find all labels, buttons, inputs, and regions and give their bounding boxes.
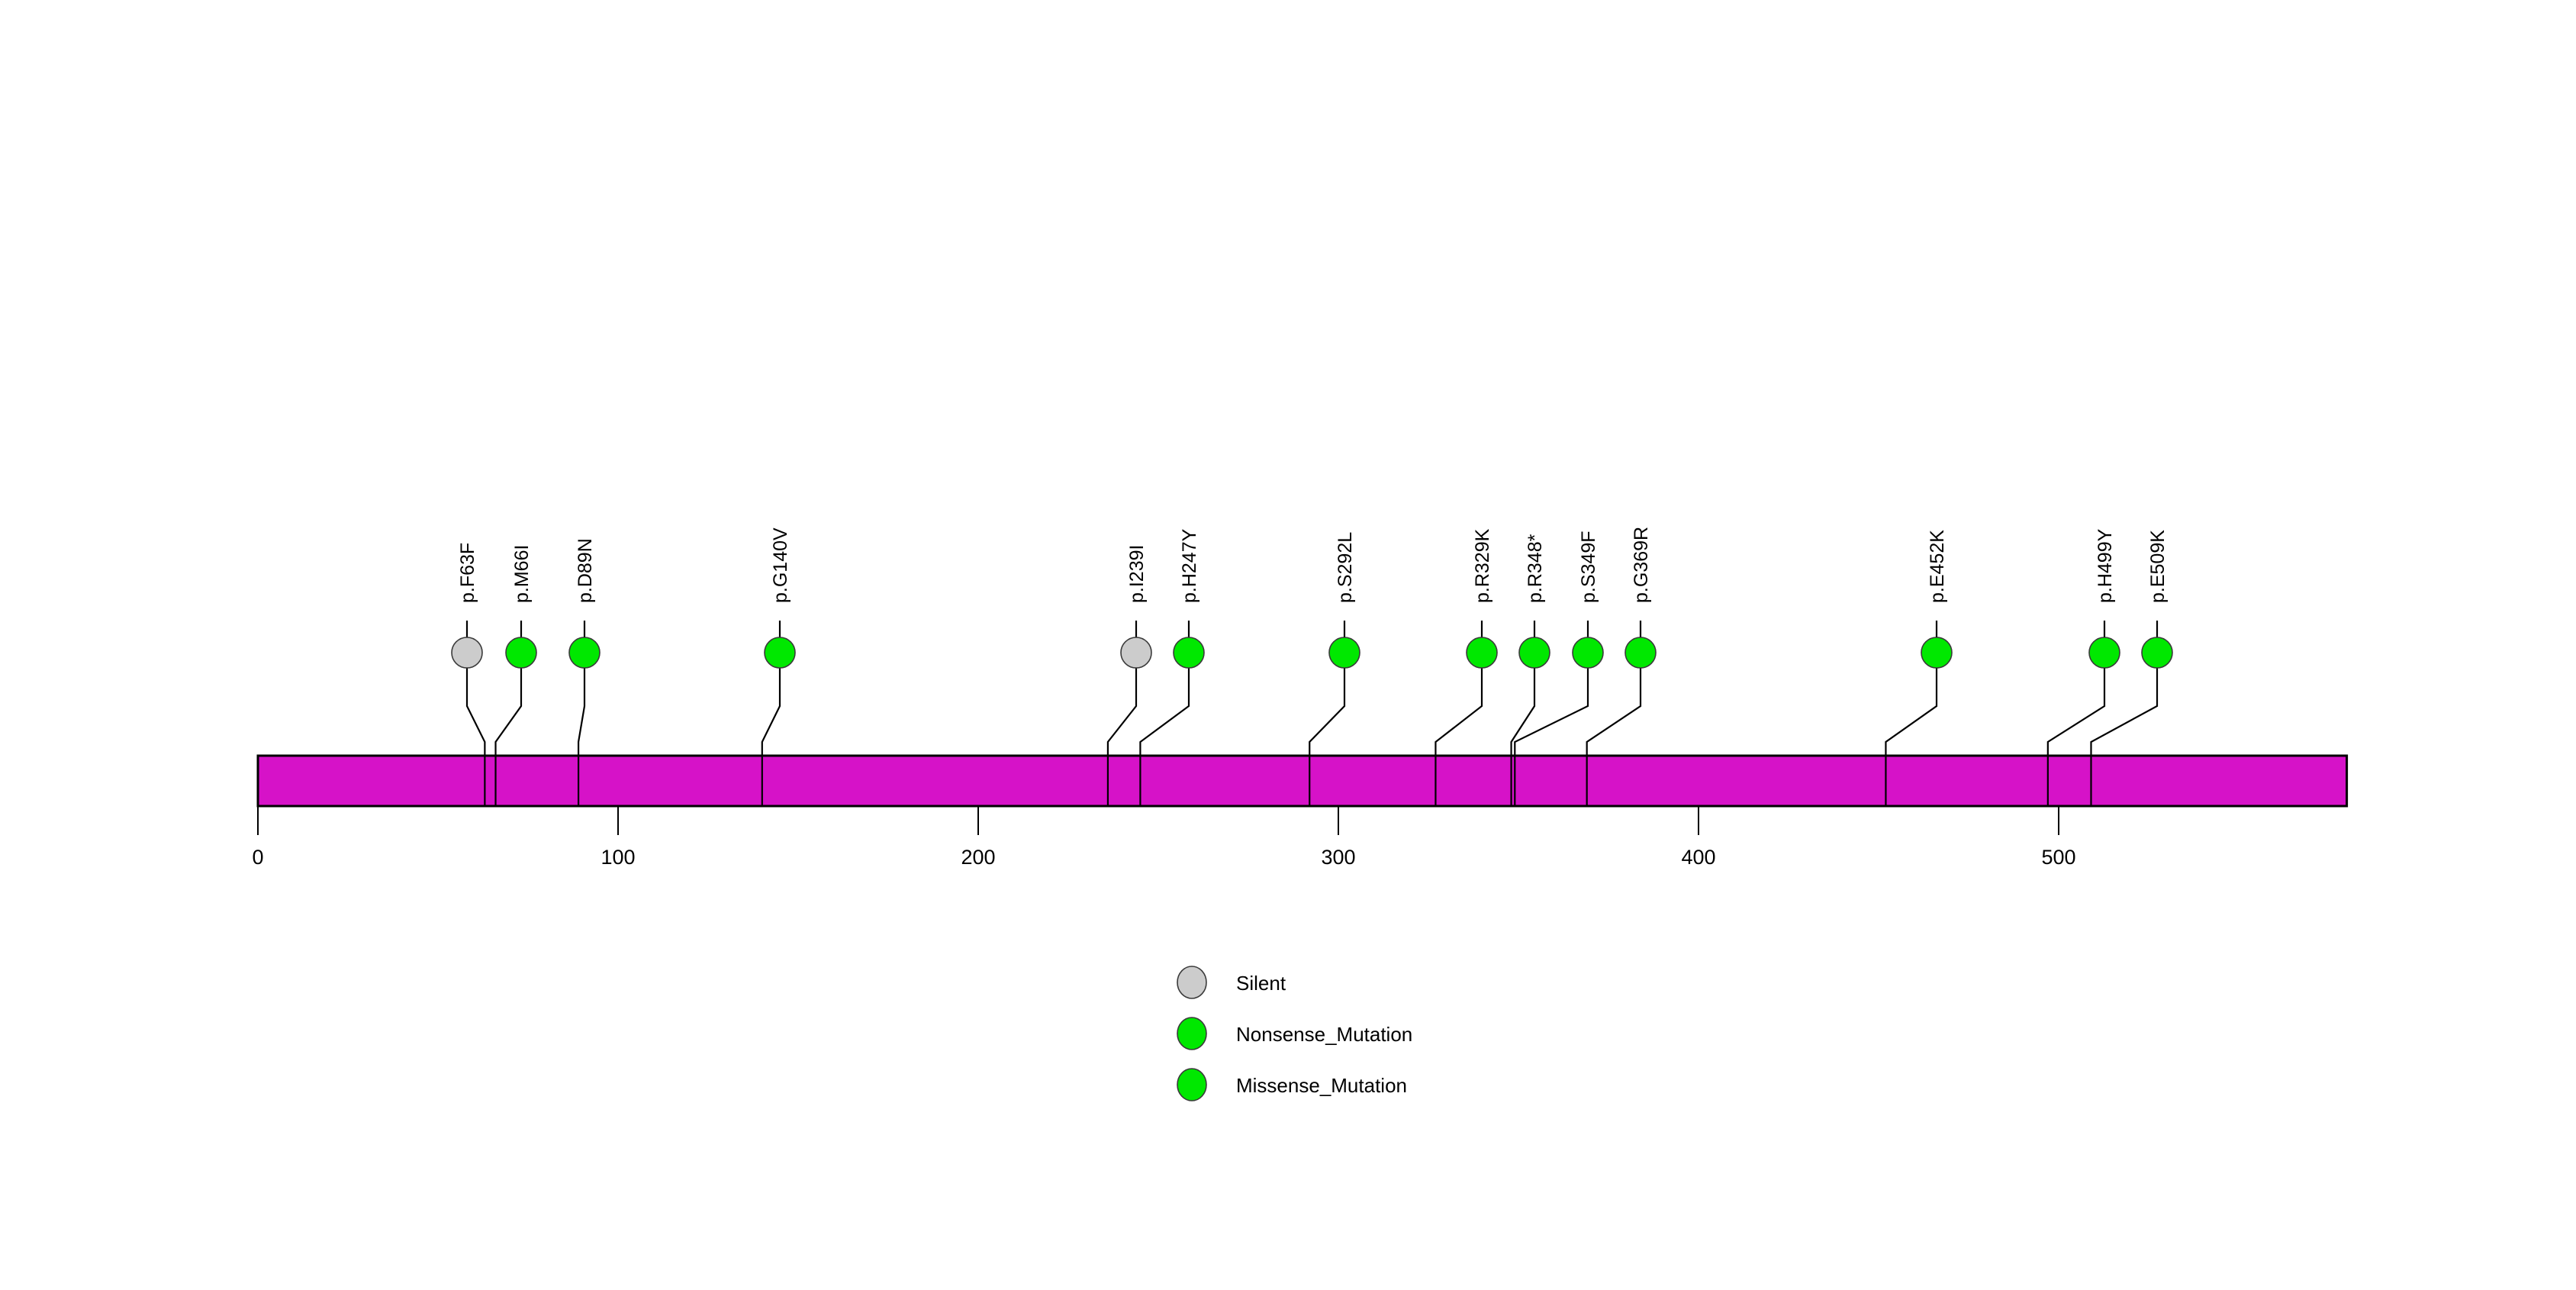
axis-tick-label: 100 bbox=[601, 846, 635, 869]
axis-tick-label: 300 bbox=[1321, 846, 1355, 869]
mutation-marker-layer bbox=[451, 637, 2173, 669]
mutation-label: p.S349F bbox=[1578, 531, 1599, 603]
mutation-marker[interactable] bbox=[1624, 637, 1657, 669]
lollipop-stem bbox=[1586, 668, 1642, 756]
lollipop-stem bbox=[1106, 668, 1138, 756]
axis-tick-label: 200 bbox=[961, 846, 995, 869]
mutation-label: p.H247Y bbox=[1179, 528, 1200, 603]
mutation-label: p.D89N bbox=[575, 538, 596, 603]
legend-swatch[interactable] bbox=[1177, 1068, 1207, 1101]
mutation-marker[interactable] bbox=[1173, 637, 1205, 669]
lollipop-stem bbox=[577, 668, 586, 756]
mutation-label: p.H499Y bbox=[2095, 528, 2116, 603]
mutation-marker[interactable] bbox=[1120, 637, 1152, 669]
legend-swatch[interactable] bbox=[1177, 1017, 1207, 1050]
mutation-marker[interactable] bbox=[1466, 637, 1498, 669]
mutation-marker[interactable] bbox=[1518, 637, 1550, 669]
mutation-marker[interactable] bbox=[1572, 637, 1604, 669]
mutation-label: p.G140V bbox=[770, 527, 791, 603]
mutation-marker[interactable] bbox=[1921, 637, 1953, 669]
protein-bar-rect[interactable] bbox=[256, 754, 2349, 808]
mutation-marker[interactable] bbox=[505, 637, 537, 669]
mutation-label: p.E452K bbox=[1927, 530, 1948, 603]
lollipop-stem bbox=[1139, 668, 1190, 756]
axis-tick-label: 400 bbox=[1681, 846, 1715, 869]
mutation-label-layer: p.F63F p.M66I p.D89N p.G140V p.I239I p.H247Y p… bbox=[457, 527, 2169, 603]
lollipop-stem bbox=[494, 668, 523, 756]
legend-label: Silent bbox=[1236, 972, 1286, 995]
axis-tick-label: 0 bbox=[252, 846, 263, 869]
mutation-marker[interactable] bbox=[451, 637, 483, 669]
mutation-label: p.R348* bbox=[1525, 534, 1546, 603]
lollipop-stem bbox=[465, 668, 486, 756]
mutation-label: p.E509K bbox=[2147, 530, 2169, 603]
mutation-label: p.F63F bbox=[457, 543, 478, 603]
lollipop-stem bbox=[1309, 668, 1346, 756]
mutation-marker[interactable] bbox=[2141, 637, 2173, 669]
legend-label: Missense_Mutation bbox=[1236, 1074, 1407, 1097]
lollipop-stem bbox=[761, 668, 781, 756]
lollipop-stem bbox=[2046, 668, 2106, 756]
mutation-label: p.I239I bbox=[1126, 545, 1148, 603]
mutation-label: p.R329K bbox=[1472, 528, 1493, 603]
mutation-marker[interactable] bbox=[2088, 637, 2120, 669]
mutation-label: p.M66I bbox=[511, 545, 533, 603]
mutation-label: p.G369R bbox=[1631, 527, 1652, 603]
mutation-label: p.S292L bbox=[1335, 532, 1356, 603]
stem-through-bar-layer bbox=[484, 756, 2092, 806]
protein-backbone bbox=[256, 754, 2349, 808]
lollipop-stem bbox=[2090, 668, 2159, 756]
mutation-marker[interactable] bbox=[1328, 637, 1360, 669]
legend-label: Nonsense_Mutation bbox=[1236, 1023, 1412, 1046]
stem-layer bbox=[465, 621, 2159, 756]
mutation-marker[interactable] bbox=[764, 637, 796, 669]
lollipop-stem bbox=[1514, 668, 1589, 756]
x-axis: 0 100 200 300 400 500 bbox=[252, 806, 2076, 869]
legend-swatch[interactable] bbox=[1177, 966, 1207, 999]
mutation-marker[interactable] bbox=[568, 637, 601, 669]
axis-tick-label: 500 bbox=[2041, 846, 2075, 869]
lollipop-stem bbox=[1885, 668, 1938, 756]
lollipop-stem bbox=[1510, 668, 1536, 756]
lollipop-stem bbox=[1435, 668, 1483, 756]
